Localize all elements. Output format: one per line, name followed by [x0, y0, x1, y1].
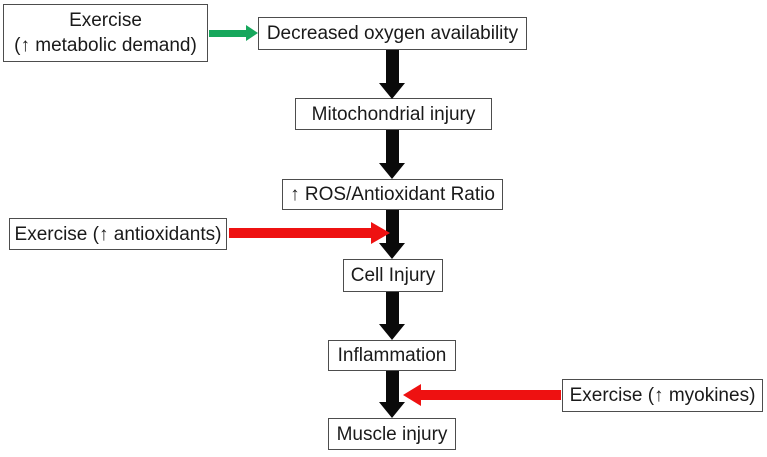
- red-arrow-antioxidants-stem: [229, 228, 371, 238]
- node-label: ↑ ROS/Antioxidant Ratio: [290, 184, 495, 205]
- node-label: Cell Injury: [350, 265, 436, 286]
- down-arrow-inflammation-to-muscle-head-icon: [379, 402, 405, 418]
- node-mitochondrial-injury: Mitochondrial injury: [295, 98, 492, 130]
- node-label: Muscle injury: [336, 423, 448, 445]
- node-ros-antioxidant-ratio: ↑ ROS/Antioxidant Ratio: [282, 179, 503, 210]
- red-arrow-antioxidants-head-icon: [371, 222, 390, 244]
- green-arrow-right-head-icon: [246, 25, 258, 41]
- down-arrow-inflammation-to-muscle-stem: [386, 371, 399, 403]
- down-arrow-cell-to-inflammation-head-icon: [379, 324, 405, 340]
- down-arrow-oxygen-to-mitochondrial-stem: [386, 50, 399, 84]
- node-exercise-myokines: Exercise (↑ myokines): [562, 379, 763, 412]
- node-label: Mitochondrial injury: [311, 103, 476, 125]
- red-arrow-myokines-head-icon: [403, 384, 421, 406]
- node-label: Exercise (↑ antioxidants): [14, 223, 222, 245]
- node-label: Decreased oxygen availability: [266, 23, 519, 44]
- node-label: Exercise (↑ myokines): [569, 385, 756, 406]
- down-arrow-mitochondrial-to-ros-head-icon: [379, 163, 405, 179]
- node-exercise-metabolic-demand: Exercise (↑ metabolic demand): [3, 4, 208, 62]
- green-arrow-right-stem: [209, 30, 246, 37]
- down-arrow-mitochondrial-to-ros-stem: [386, 130, 399, 164]
- node-inflammation: Inflammation: [328, 340, 456, 371]
- node-muscle-injury: Muscle injury: [328, 418, 456, 450]
- down-arrow-ros-to-cell-head-icon: [379, 243, 405, 259]
- node-exercise-antioxidants: Exercise (↑ antioxidants): [9, 218, 227, 250]
- node-label-line1: Exercise: [69, 10, 142, 31]
- node-cell-injury: Cell Injury: [343, 259, 443, 292]
- node-label-line2: (↑ metabolic demand): [14, 35, 197, 56]
- node-label: Inflammation: [337, 345, 447, 366]
- red-arrow-myokines-stem: [421, 390, 561, 400]
- down-arrow-oxygen-to-mitochondrial-head-icon: [379, 83, 405, 99]
- down-arrow-cell-to-inflammation-stem: [386, 292, 399, 325]
- node-decreased-oxygen-availability: Decreased oxygen availability: [258, 17, 527, 50]
